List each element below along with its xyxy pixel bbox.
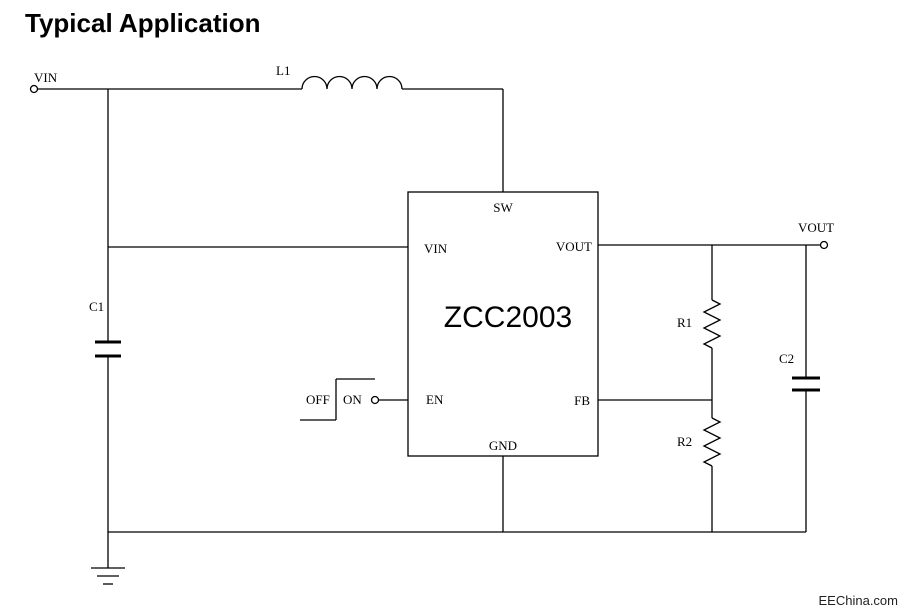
vin-terminal [29,84,39,94]
capacitor-c1 [95,316,121,385]
vout-terminal [819,240,829,250]
vin-terminal-label: VIN [34,70,58,85]
vout-terminal-label: VOUT [798,220,834,235]
switch-off-label: OFF [306,392,330,407]
capacitor-c2 [792,376,820,418]
inductor-l1 [284,75,420,90]
watermark: EEChina.com [818,593,898,608]
pin-gnd-label: GND [489,438,517,453]
ground-icon [91,567,125,585]
page-title: Typical Application [25,8,261,38]
c1-label: C1 [89,299,104,314]
resistor-r1 [702,299,722,349]
ic-part-number: ZCC2003 [444,301,572,334]
c2-label: C2 [779,351,794,366]
en-switch [300,378,408,421]
resistor-r2 [702,417,722,467]
pin-vout-label: VOUT [556,239,592,254]
r2-label: R2 [677,434,692,449]
pin-sw-label: SW [493,200,513,215]
switch-on-label: ON [343,392,362,407]
ic-body [407,191,599,457]
pin-en-label: EN [426,392,444,407]
l1-label: L1 [276,63,290,78]
pin-vin-label: VIN [424,241,448,256]
pin-fb-label: FB [574,393,590,408]
r1-label: R1 [677,315,692,330]
